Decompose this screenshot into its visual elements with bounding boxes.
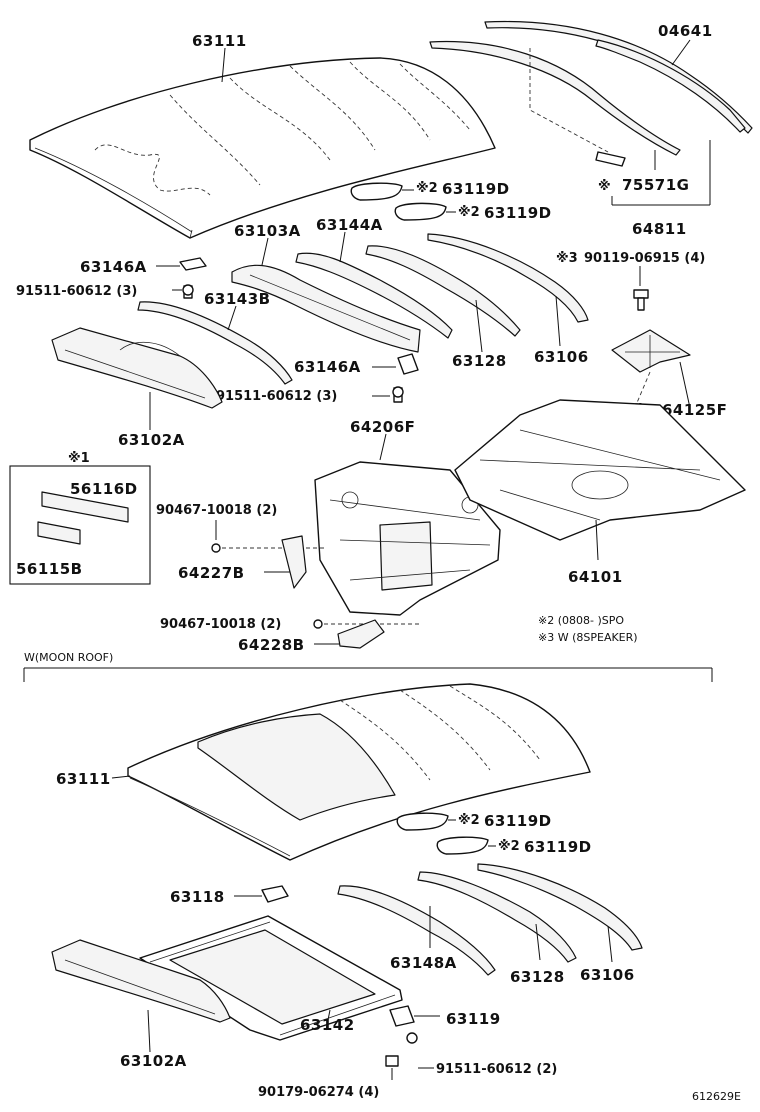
label-75571g: 75571G	[622, 176, 690, 194]
mr-rear-bow	[417, 871, 577, 963]
label-roof-panel: 63111	[192, 32, 247, 50]
label-mr-63119: 63119	[446, 1010, 501, 1028]
label-63106: 63106	[534, 348, 589, 366]
roof-rear-header	[427, 233, 589, 323]
leader-mr-63142	[325, 1009, 331, 1031]
mark2-a: ※2	[416, 181, 438, 196]
package-tray	[314, 461, 501, 616]
mark3-a: ※3	[556, 251, 578, 266]
bracket-center	[392, 353, 419, 403]
label-56115b: 56115B	[16, 560, 83, 578]
label-mr-63128: 63128	[510, 968, 565, 986]
label-clip-b: 90467-10018 (2)	[160, 617, 281, 632]
note-line-2: ※3 W (8SPEAKER)	[538, 631, 638, 644]
leader-63128	[475, 299, 483, 353]
label-63146a-center: 63146A	[294, 358, 361, 376]
roof-pads-moonroof	[396, 812, 489, 855]
label-speaker-nut: 90119-06915 (4)	[584, 251, 705, 266]
label-mr-63118: 63118	[170, 888, 225, 906]
label-63143b: 63143B	[204, 290, 271, 308]
leader-mr-63128	[535, 923, 541, 961]
leader-04641	[671, 39, 691, 66]
label-mr-63102a: 63102A	[120, 1052, 187, 1070]
leader-mr-roof	[111, 775, 131, 779]
label-pad-b: 63119D	[484, 204, 552, 222]
label-mr-63142: 63142	[300, 1016, 355, 1034]
mr-mark2-b: ※2	[498, 839, 520, 854]
label-63128: 63128	[452, 352, 507, 370]
label-mr-63106: 63106	[580, 966, 635, 984]
floor-pan	[454, 399, 746, 541]
label-64227b: 64227B	[178, 564, 245, 582]
roof-bow-rear	[365, 245, 521, 337]
label-mr-pad-b: 63119D	[524, 838, 592, 856]
leader-64125f	[679, 361, 691, 409]
mr-rear-header	[477, 863, 643, 951]
roof-panel-upper	[29, 57, 496, 239]
label-64811: 64811	[632, 220, 687, 238]
label-63103a: 63103A	[234, 222, 301, 240]
reinforcement	[137, 301, 293, 385]
label-mr-roof: 63111	[56, 770, 111, 788]
leader-64101	[595, 519, 599, 561]
label-clip-a: 90467-10018 (2)	[156, 503, 277, 518]
front-header-upper	[51, 327, 223, 409]
leader-63106	[555, 295, 561, 347]
label-mr-pad-a: 63119D	[484, 812, 552, 830]
label-64101: 64101	[568, 568, 623, 586]
label-mr-63148a: 63148A	[390, 954, 457, 972]
roof-bow-front	[231, 264, 421, 353]
label-56116d: 56116D	[70, 480, 138, 498]
leader-roof-panel	[221, 47, 226, 83]
leader-mr-63102a	[147, 1009, 151, 1053]
leader-mr-63106	[607, 925, 613, 963]
inset-box	[9, 465, 151, 585]
roof-bow-center	[295, 252, 453, 339]
clip-b	[313, 619, 323, 629]
roof-pads-upper	[350, 182, 447, 221]
mr-bracket	[261, 885, 289, 903]
mr-mark2-a: ※2	[458, 813, 480, 828]
mr-frame	[139, 915, 403, 1041]
section-title: W(MOON ROOF)	[24, 651, 113, 664]
label-64228b: 64228B	[238, 636, 305, 654]
mark1-item: ※	[598, 179, 611, 194]
label-bolt-left: 91511-60612 (3)	[16, 284, 137, 299]
leader-63103a	[261, 237, 269, 266]
label-04641: 04641	[658, 22, 713, 40]
mr-bow	[337, 885, 496, 976]
label-mr-bolt: 91511-60612 (2)	[436, 1062, 557, 1077]
leader-64206f	[379, 433, 387, 461]
leader-63143b	[227, 305, 237, 331]
label-mr-screw: 90179-06274 (4)	[258, 1085, 379, 1100]
label-63102a: 63102A	[118, 431, 185, 449]
label-pad-a: 63119D	[442, 180, 510, 198]
bracket-64227b	[281, 535, 307, 589]
clip-a	[211, 543, 221, 553]
label-63146a-left: 63146A	[80, 258, 147, 276]
label-64206f: 64206F	[350, 418, 415, 436]
mr-bracket-rear	[385, 1005, 418, 1067]
bracket-left	[179, 257, 207, 299]
mark2-b: ※2	[458, 205, 480, 220]
label-64125f: 64125F	[662, 401, 727, 419]
speaker-bracket	[611, 329, 691, 373]
speaker-nut	[633, 289, 649, 311]
label-63144a: 63144A	[316, 216, 383, 234]
label-bolt-center: 91511-60612 (3)	[216, 389, 337, 404]
inset-mark: ※1	[68, 451, 90, 466]
roof-panel-moonroof	[127, 683, 591, 861]
leader-63144a	[339, 231, 346, 263]
figure-code: 612629E	[692, 1090, 741, 1103]
mr-front-header	[51, 939, 231, 1023]
moulding-set	[429, 20, 753, 167]
note-line-1: ※2 (0808- )SPO	[538, 614, 624, 627]
